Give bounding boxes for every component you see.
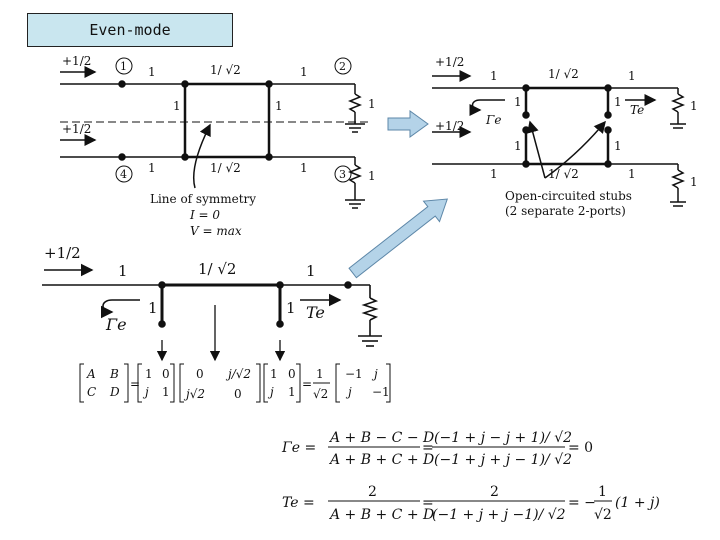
svg-text:j: j — [345, 385, 352, 399]
svg-text:j: j — [267, 385, 274, 399]
svg-text:=: = — [302, 377, 312, 391]
t-result-post: (1 + j) — [615, 495, 660, 511]
gamma-result: = 0 — [568, 440, 593, 456]
c1-z-outer-tl: 1 — [148, 65, 156, 79]
gamma-lhs: Γe = — [281, 440, 316, 456]
diagonal-arrow — [348, 198, 449, 279]
mode-title: Even-mode — [27, 13, 233, 47]
svg-text:0: 0 — [234, 387, 242, 401]
c2-z-outer-br: 1 — [628, 167, 636, 181]
c2-source-top: +1/2 — [435, 55, 464, 69]
svg-text:0: 0 — [288, 367, 296, 381]
c1-z-series-top: 1/ √2 — [210, 63, 241, 77]
t-lhs: Te = — [282, 495, 315, 511]
c3-z-outer-left: 1 — [118, 262, 128, 280]
port-3: 3 — [339, 168, 346, 181]
c3-te: Te — [306, 303, 325, 322]
c2-z-outer-tl: 1 — [490, 69, 498, 83]
c2-z-outer-tr: 1 — [628, 69, 636, 83]
c1-z-outer-tr: 1 — [300, 65, 308, 79]
c3-z-shunt-left: 1 — [148, 299, 158, 317]
c1-z-series-bottom: 1/ √2 — [210, 161, 241, 175]
voltage-label: V = max — [190, 224, 242, 238]
current-label: I = 0 — [189, 208, 220, 222]
t-result-num: 1 — [598, 484, 607, 500]
svg-text:−1: −1 — [372, 385, 390, 399]
t-den: A + B + C + D — [328, 507, 434, 523]
branch-box — [183, 82, 271, 159]
stub-sublabel: (2 separate 2-ports) — [505, 204, 626, 218]
gamma-num2: (−1 + j − j + 1)/ √2 — [434, 430, 572, 446]
stub-label: Open-circuited stubs — [505, 189, 632, 203]
svg-text:=: = — [130, 377, 140, 391]
c3-z-series: 1/ √2 — [198, 260, 236, 278]
c2-stub-br: 1 — [614, 139, 622, 153]
c1-load-top: 1 — [368, 97, 376, 111]
svg-text:1: 1 — [145, 367, 153, 381]
circuit2 — [432, 70, 686, 207]
t-num2: 2 — [490, 484, 499, 500]
svg-text:0: 0 — [196, 367, 204, 381]
c2-load-top: 1 — [690, 99, 698, 113]
gamma-den2: (−1 + j + j − 1)/ √2 — [434, 452, 572, 468]
c2-gamma: Γe — [485, 113, 501, 127]
svg-text:j/√2: j/√2 — [225, 367, 251, 381]
port-1: 1 — [120, 60, 127, 73]
symmetry-label: Line of symmetry — [150, 192, 256, 206]
t-den2: (−1 + j + j −1)/ √2 — [432, 507, 566, 523]
c1-z-outer-br: 1 — [300, 161, 308, 175]
c2-stub-tr: 1 — [614, 95, 622, 109]
t-result-den: √2 — [594, 507, 612, 523]
t-result-pre: = − — [568, 495, 596, 511]
c1-load-bottom: 1 — [368, 169, 376, 183]
port-2: 2 — [339, 60, 346, 73]
c2-z-series-bottom: 1/ √2 — [548, 167, 579, 181]
c2-load-bottom: 1 — [690, 175, 698, 189]
c2-stub-tl: 1 — [514, 95, 522, 109]
svg-text:−1: −1 — [345, 367, 363, 381]
right-arrow — [387, 110, 429, 138]
abcd-b: B — [109, 367, 119, 381]
svg-text:j: j — [142, 385, 149, 399]
svg-text:=: = — [422, 440, 434, 456]
svg-text:1: 1 — [162, 385, 170, 399]
c3-z-outer-right: 1 — [306, 262, 316, 280]
c2-stub-bl: 1 — [514, 139, 522, 153]
t-num: 2 — [368, 484, 377, 500]
c3-source: +1/2 — [44, 244, 81, 262]
c2-source-bottom: +1/2 — [435, 119, 464, 133]
c2-z-series-top: 1/ √2 — [548, 67, 579, 81]
abcd-a: A — [86, 367, 96, 381]
c2-te: Te — [630, 103, 644, 117]
port-4: 4 — [120, 168, 127, 181]
gamma-equation: Γe = A + B − C − D A + B + C + D = (−1 +… — [281, 430, 593, 468]
c3-z-shunt-right: 1 — [286, 299, 296, 317]
gamma-num: A + B − C − D — [328, 430, 434, 446]
c1-z-outer-bl: 1 — [148, 161, 156, 175]
circuit1 — [60, 66, 370, 209]
svg-text:1: 1 — [270, 367, 278, 381]
c2-z-outer-bl: 1 — [490, 167, 498, 181]
circuit3 — [42, 263, 382, 362]
c1-z-shunt-left: 1 — [173, 99, 181, 113]
svg-text:j: j — [371, 367, 378, 381]
svg-text:1: 1 — [316, 367, 324, 381]
gamma-den: A + B + C + D — [328, 452, 434, 468]
abcd-d: D — [109, 385, 120, 399]
abcd-matrix: A B C D = 1 0 j 1 0 j/√2 j√2 0 1 0 j 1 =… — [79, 363, 391, 403]
abcd-c: C — [87, 385, 96, 399]
svg-text:1: 1 — [288, 385, 296, 399]
c1-source-top: +1/2 — [62, 54, 91, 68]
svg-text:j√2: j√2 — [183, 387, 205, 401]
svg-text:√2: √2 — [313, 387, 328, 401]
svg-text:0: 0 — [162, 367, 170, 381]
c1-source-bottom: +1/2 — [62, 122, 91, 136]
t-equation: Te = 2 A + B + C + D = 2 (−1 + j + j −1)… — [282, 484, 660, 523]
svg-text:=: = — [422, 495, 434, 511]
c1-z-shunt-right: 1 — [275, 99, 283, 113]
c3-gamma: Γe — [105, 315, 127, 334]
